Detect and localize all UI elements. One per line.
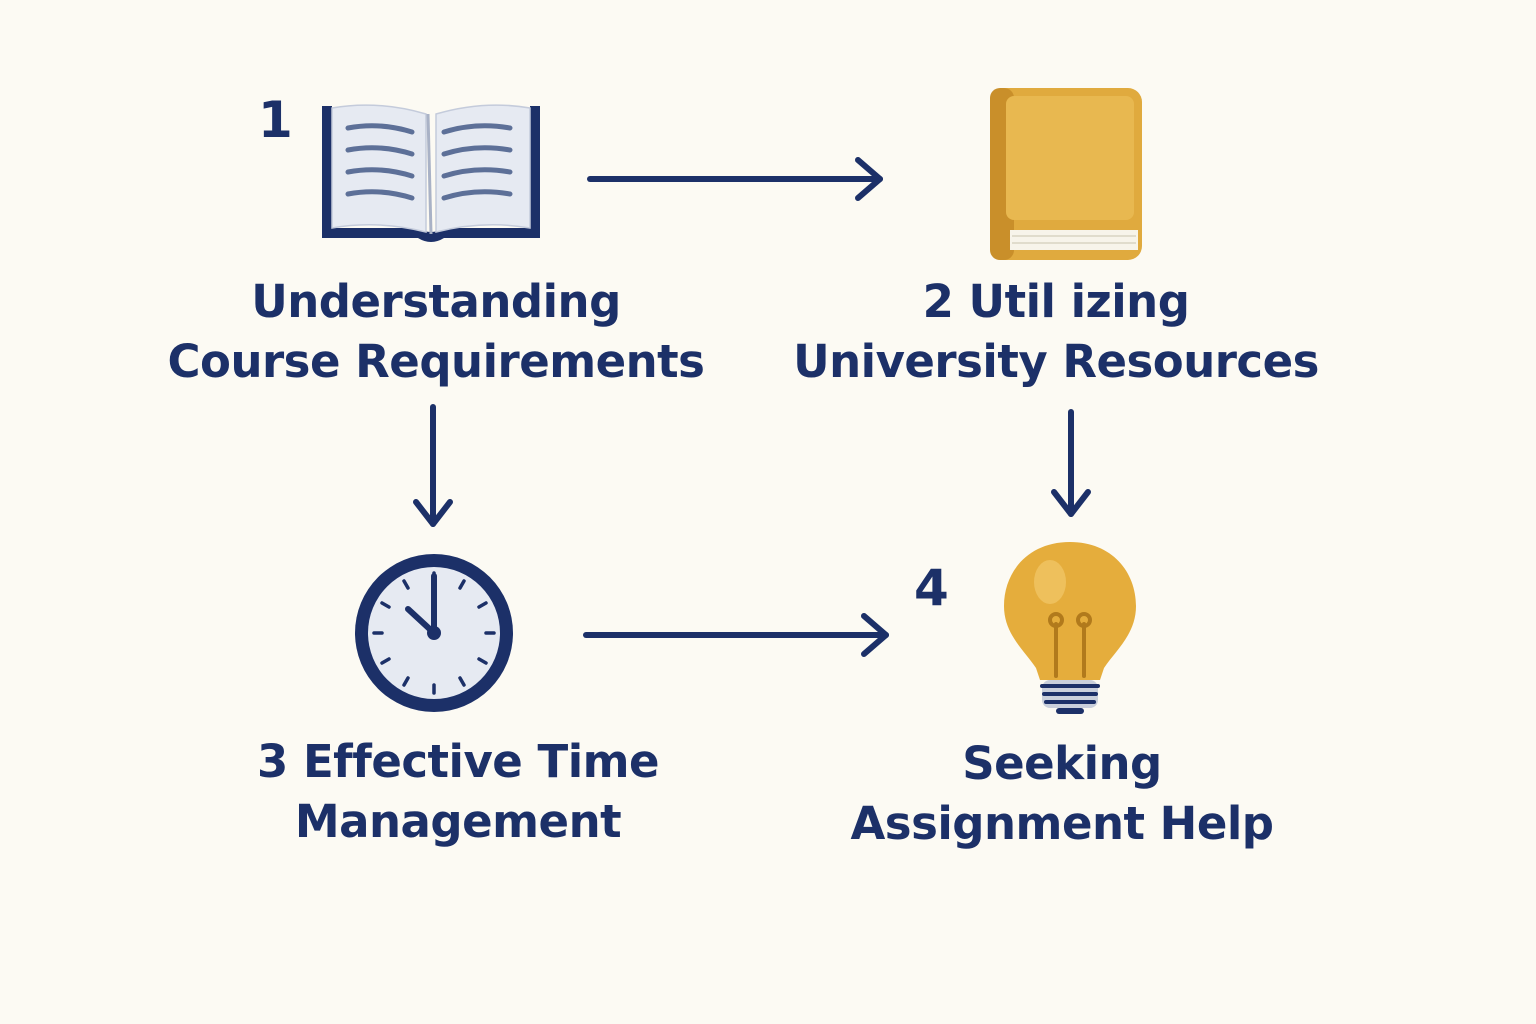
step-4-label: Seeking Assignment Help [742,734,1382,854]
open-book-icon [322,104,540,242]
step-1-label: Understanding Course Requirements [116,272,756,392]
lightbulb-icon [1004,542,1136,714]
arrow-1-to-2 [587,157,883,201]
step-1-label-line2: Course Requirements [167,335,705,388]
step-3-label-line1: 3 Effective Time [256,735,660,788]
step-4-number: 4 [914,559,949,617]
arrow-3-to-4 [583,613,889,657]
clock-icon [355,554,513,712]
arrow-2-to-4 [1051,409,1091,517]
step-2-label-line2: University Resources [793,335,1319,388]
step-2-label: 2 Util izing University Resources [736,272,1376,392]
step-1-number: 1 [258,91,293,149]
step-1-label-line1: Understanding [251,275,621,328]
step-3-label: 3 Effective Time Management [138,732,778,852]
step-4-label-line2: Assignment Help [850,797,1274,850]
step-2-label-line1: 2 Util izing [922,275,1190,328]
closed-book-icon [990,88,1142,260]
step-4-label-line1: Seeking [962,737,1162,790]
arrow-1-to-3 [413,404,453,527]
step-3-label-line2: Management [294,795,622,848]
